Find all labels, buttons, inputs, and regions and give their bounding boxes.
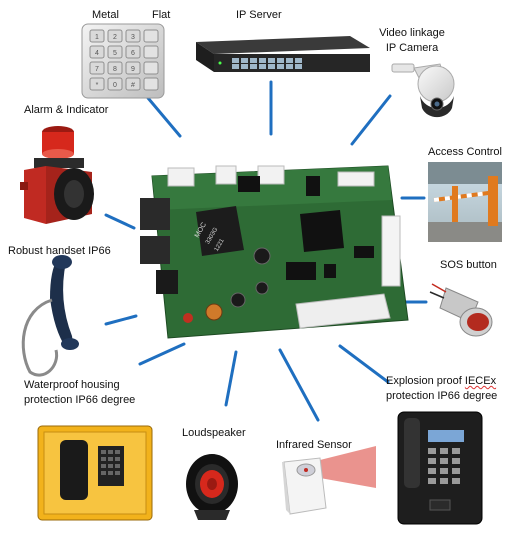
- keypad-key: [107, 29, 123, 43]
- label-access-control: Access Control: [428, 146, 502, 158]
- connector-keypad: [146, 96, 182, 138]
- keypad-key: [143, 29, 159, 43]
- label-alarm-indicator: Alarm & Indicator: [24, 104, 109, 116]
- sos-button-image: [429, 283, 493, 337]
- keypad-key-label: 4: [95, 50, 99, 57]
- keypad-key-label: 3: [131, 34, 135, 41]
- keypad-key-label: #: [131, 82, 135, 89]
- keypad-key: [107, 61, 123, 75]
- connector-alarm: [104, 213, 136, 230]
- keypad-key-label: 1: [95, 34, 99, 41]
- label-flat: Flat: [152, 9, 171, 21]
- connector-explosion: [338, 344, 390, 384]
- keypad-key: [125, 61, 141, 75]
- keypad-key: [89, 77, 105, 91]
- keypad-key-label: 0: [113, 82, 117, 89]
- keypad-key: [143, 61, 159, 75]
- keypad-key-label: 8: [113, 66, 117, 73]
- label-waterproof-housing: Waterproof housing protection IP66 degre…: [24, 378, 135, 409]
- label-robust-handset: Robust handset IP66: [8, 245, 111, 257]
- connector-loudspeaker: [224, 350, 238, 407]
- keypad-key: [143, 45, 159, 59]
- keypad-key-label: 7: [95, 66, 99, 73]
- keypad-key: [125, 45, 141, 59]
- loudspeaker-image: [186, 454, 238, 520]
- label-video-line2: IP Camera: [385, 42, 439, 55]
- connector-camera: [350, 94, 392, 146]
- keypad-image: 1 2 3 4 5 6 7 8 9 * 0 #: [81, 23, 165, 99]
- keypad-key-label: 2: [113, 34, 117, 41]
- keypad-key: [107, 77, 123, 91]
- label-ip-server: IP Server: [236, 9, 282, 21]
- keypad-key-label: 5: [113, 50, 117, 57]
- keypad-key: [89, 61, 105, 75]
- keypad-key: [143, 77, 159, 91]
- keypad-key: [89, 45, 105, 59]
- keypad-key-label: 9: [131, 66, 135, 73]
- label-sos-button: SOS button: [440, 259, 497, 271]
- label-waterproof-line2: protection IP66 degree: [24, 394, 136, 407]
- label-explosion-line1: Explosion proof: [386, 375, 465, 387]
- keypad-key-label: 6: [131, 50, 135, 57]
- label-explosion-line2: protection IP66 degree: [386, 390, 498, 403]
- keypad-key: [89, 29, 105, 43]
- label-iecex: IECEx: [464, 375, 497, 387]
- label-video-linkage: Video linkage IP Camera: [362, 26, 462, 57]
- connector-housing: [138, 342, 186, 366]
- keypad-key-label: *: [96, 82, 99, 89]
- label-loudspeaker: Loudspeaker: [182, 427, 246, 439]
- label-waterproof-line1: Waterproof housing: [24, 379, 120, 391]
- control-board-image: MOC 3303G 1221: [140, 165, 409, 339]
- access-control-image: [428, 162, 502, 242]
- keypad-keys: 1 2 3 4 5 6 7 8 9 * 0 #: [89, 29, 159, 91]
- connector-infrared: [278, 348, 320, 422]
- connector-handset: [104, 314, 138, 326]
- keypad-key: [125, 77, 141, 91]
- ip-server-image: [196, 36, 370, 72]
- ip-camera-image: [391, 63, 455, 118]
- connector-lines: [104, 80, 428, 422]
- robust-handset-image: [21, 255, 79, 377]
- alarm-indicator-image: [20, 126, 94, 224]
- infrared-sensor-image: [282, 446, 376, 515]
- label-explosion-proof: Explosion proof IECEx protection IP66 de…: [386, 374, 497, 405]
- label-video-line1: Video linkage: [379, 27, 445, 39]
- explosion-proof-phone-image: [397, 411, 483, 525]
- label-metal: Metal: [92, 9, 119, 21]
- keypad-key: [107, 45, 123, 59]
- label-infrared-sensor: Infrared Sensor: [276, 439, 352, 451]
- keypad-key: [125, 29, 141, 43]
- waterproof-housing-image: [37, 425, 153, 521]
